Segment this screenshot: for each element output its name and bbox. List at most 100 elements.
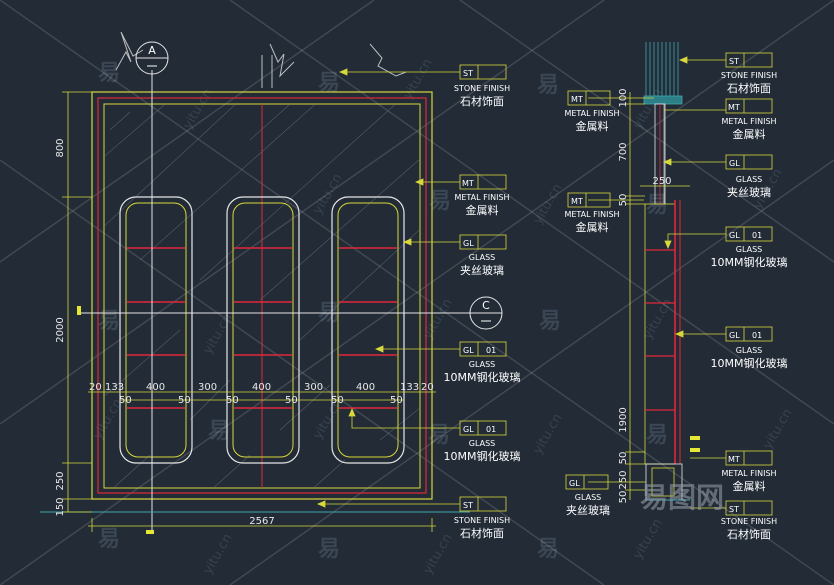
callout-cn: 石材饰面 (727, 81, 771, 95)
callout-cn: 10MM钢化玻璃 (444, 449, 521, 463)
brand-watermark: 易图网 (640, 481, 724, 514)
watermark-char: 易 (429, 189, 451, 214)
sec-dim-50: 50 (618, 452, 629, 465)
watermark-char: 易 (208, 419, 230, 444)
sec-dim-50: 50 (618, 491, 629, 504)
dim-50: 50 (331, 395, 344, 406)
dim-400-3: 400 (356, 382, 375, 393)
watermark-site: yitu.cn (400, 56, 435, 102)
break-line (369, 43, 407, 77)
callout-en: METAL FINISH (564, 210, 619, 219)
break-line (269, 43, 295, 78)
callout-cn: 夹丝玻璃 (566, 503, 610, 517)
dim-150: 150 (55, 497, 66, 516)
dim-250: 250 (55, 471, 66, 490)
dim-50: 50 (285, 395, 298, 406)
top-stone (643, 95, 683, 105)
callout-num: 01 (752, 331, 762, 340)
callout-code: GL (729, 159, 740, 168)
dim-50: 50 (390, 395, 403, 406)
callout-cn: 石材饰面 (460, 94, 504, 108)
callout-en: GLASS (469, 439, 495, 448)
watermark-char: 易 (98, 61, 120, 86)
watermark-site: yitu.cn (200, 531, 235, 577)
callout-en: METAL FINISH (721, 117, 776, 126)
callout-code: ST (729, 505, 739, 514)
dim-133-right: 133 (400, 382, 419, 393)
dim-400-2: 400 (252, 382, 271, 393)
watermark-site: yitu.cn (180, 86, 215, 132)
sec-dim-700: 700 (618, 142, 629, 161)
watermark-char: 易 (646, 193, 668, 218)
dim-300-2: 300 (304, 382, 323, 393)
watermark-char: 易 (537, 73, 559, 98)
front-callouts: ST STONE FINISH 石材饰面 MT METAL FINISH 金属料… (316, 64, 521, 540)
callout-cn: 金属料 (576, 119, 609, 133)
dim-overall-width: 2567 (249, 516, 274, 527)
bubble-a-label: A (148, 44, 156, 57)
callout-num: 01 (486, 425, 496, 434)
callout-code: MT (728, 103, 740, 112)
callout-num: 01 (486, 346, 496, 355)
horizontal-dimension-chain (88, 391, 436, 401)
display-panel (119, 196, 193, 464)
glass-hatch (105, 105, 419, 487)
overall-width-dimension (88, 518, 436, 532)
callout-en: GLASS (736, 346, 762, 355)
callout-en: GLASS (736, 175, 762, 184)
front-elevation: A C 800 2000 250 150 20 (40, 31, 503, 534)
bubble-c-label: C (482, 299, 490, 312)
section-bubble-c: C (469, 296, 503, 330)
callout-code: MT (462, 179, 474, 188)
break-line (261, 55, 273, 88)
callout-code: GL (729, 331, 740, 340)
dim-20-right: 20 (421, 382, 434, 393)
callout-code: MT (571, 95, 583, 104)
callout-cn: 石材饰面 (727, 527, 771, 541)
dim-20-left: 20 (89, 382, 102, 393)
callout-code: ST (463, 501, 473, 510)
callout-en: STONE FINISH (454, 516, 510, 525)
section-marker (146, 530, 154, 534)
vertical-dimension-chain (62, 91, 92, 513)
watermark-char: 易 (539, 309, 561, 334)
display-panel (226, 196, 300, 464)
section-callouts: ST STONE FINISH 石材饰面 MT METAL FINISH 金属料… (564, 52, 788, 541)
callout-en: GLASS (736, 245, 762, 254)
dim-50: 50 (119, 395, 132, 406)
callout-code: MT (571, 197, 583, 206)
dim-800: 800 (55, 138, 66, 157)
callout-en: GLASS (469, 360, 495, 369)
callout-en: METAL FINISH (564, 109, 619, 118)
watermark-char: 易 (646, 423, 668, 448)
dim-50: 50 (226, 395, 239, 406)
callout-code: GL (463, 239, 474, 248)
callout-cn: 金属料 (576, 220, 609, 234)
callout-cn: 10MM钢化玻璃 (711, 255, 788, 269)
watermark-site: yitu.cn (630, 516, 665, 562)
brand-text: 易图网 (640, 481, 724, 514)
dim-300-1: 300 (198, 382, 217, 393)
watermark-site: yitu.cn (420, 531, 455, 577)
metal-frame (97, 97, 427, 494)
display-panel (331, 196, 405, 464)
break-line (115, 31, 144, 71)
watermark-site: yitu.cn (530, 181, 565, 227)
dim-2000: 2000 (55, 317, 66, 342)
section-bubble-a: A (135, 41, 169, 75)
callout-en: METAL FINISH (454, 193, 509, 202)
watermark-site: yitu.cn (200, 311, 235, 357)
callout-cn: 金属料 (733, 127, 766, 141)
callout-code: ST (729, 57, 739, 66)
callout-en: GLASS (575, 493, 601, 502)
dim-133-left: 133 (105, 382, 124, 393)
section-view: 100 700 50 1900 50 250 50 250 (618, 42, 700, 503)
section-marker (77, 306, 81, 315)
outer-frame (91, 91, 433, 500)
callout-code: MT (728, 455, 740, 464)
callout-cn: 夹丝玻璃 (460, 263, 504, 277)
callout-code: GL (569, 479, 580, 488)
watermark-site: yitu.cn (530, 411, 565, 457)
callout-cn: 石材饰面 (460, 526, 504, 540)
